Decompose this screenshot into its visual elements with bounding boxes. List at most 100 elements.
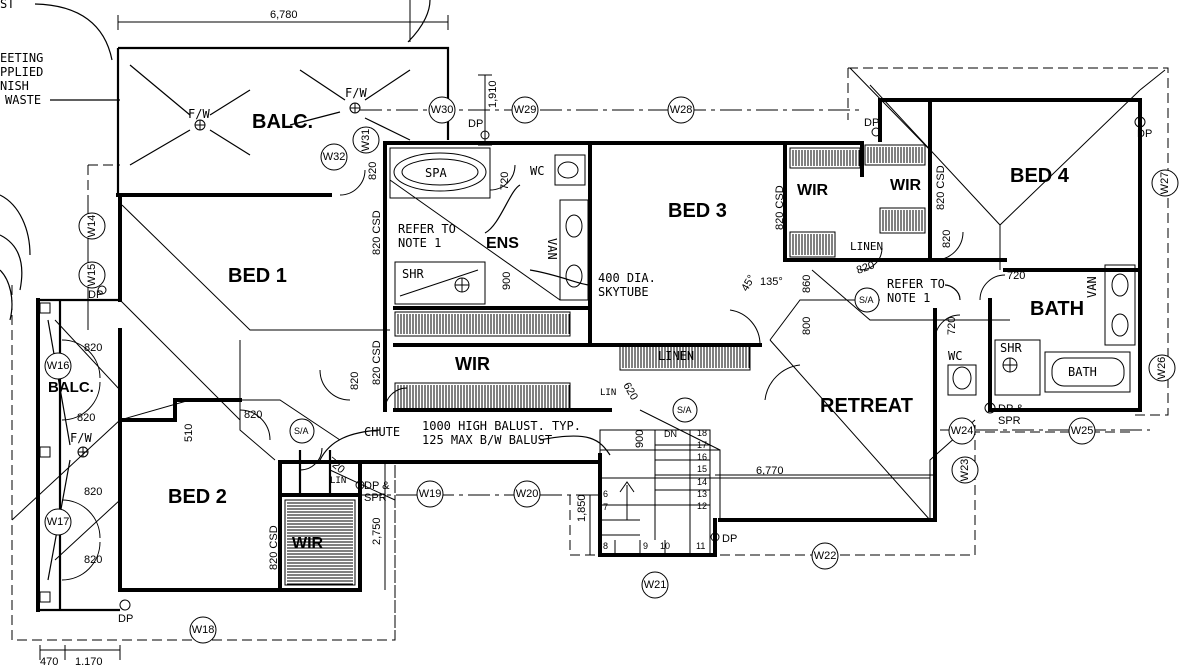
- sa-2: S/A: [677, 405, 692, 415]
- dim-720-wc-bath: 720: [946, 317, 958, 335]
- room-bed1: BED 1: [228, 265, 287, 287]
- window-tag-w23: W23: [951, 456, 979, 484]
- dim-820csd-bed4: 820 CSD: [935, 165, 947, 210]
- sa-1: S/A: [294, 426, 309, 436]
- dim-820-bed4: 820: [941, 230, 953, 248]
- vanity-ens: [559, 199, 589, 301]
- svg-text:W22: W22: [814, 550, 837, 562]
- stair-n-16: 16: [697, 452, 707, 462]
- wc-ens: [554, 154, 586, 186]
- note-dp-spr-1: DP &: [364, 480, 390, 492]
- dim-2750: 2,750: [371, 517, 383, 545]
- room-lin-chute: LIN: [330, 476, 346, 486]
- svg-text:W24: W24: [951, 425, 974, 437]
- note-sheeting-3: NISH: [0, 79, 29, 93]
- dim-800: 800: [801, 317, 813, 335]
- note-skytube-2: SKYTUBE: [598, 285, 649, 299]
- dim-820-balc4: 820: [84, 554, 102, 566]
- note-refer-ens-2: NOTE 1: [398, 236, 441, 250]
- label-shr-bath: SHR: [1000, 341, 1022, 355]
- svg-text:W32: W32: [323, 151, 346, 163]
- dim-1170: 1,170: [75, 656, 103, 665]
- note-dp-6: DP: [722, 533, 737, 545]
- dim-820-bed1: 820: [244, 409, 262, 421]
- stair: [600, 430, 710, 555]
- svg-text:W23: W23: [959, 459, 971, 482]
- leaders: [0, 0, 961, 461]
- dim-1910: 1,910: [487, 80, 499, 108]
- window-tag-w18: W18: [189, 616, 217, 644]
- note-dn: DN: [664, 429, 677, 439]
- window-tag-w21: W21: [641, 571, 669, 599]
- svg-text:W20: W20: [516, 488, 539, 500]
- room-labels: BALC. BALC. BED 1 BED 2 BED 3 BED 4 ENS …: [48, 111, 1084, 552]
- svg-text:W26: W26: [1156, 357, 1168, 380]
- window-tag-w27: W27: [1151, 169, 1179, 197]
- dim-820csd-ens: 820 CSD: [371, 210, 383, 255]
- stair-n-11: 11: [696, 541, 705, 551]
- window-tag-w16: W16: [44, 352, 72, 380]
- roof-outlines: [11, 67, 1169, 641]
- dim-820-balc1: 820: [84, 342, 102, 354]
- dim-720-bath: 720: [1007, 270, 1025, 282]
- sa-3: S/A: [859, 295, 874, 305]
- label-van-ens: VAN: [545, 238, 559, 260]
- room-wir-main: WIR: [455, 354, 490, 374]
- dim-820csd-wir: 820 CSD: [371, 340, 383, 385]
- label-wc-bath: WC: [948, 349, 962, 363]
- window-tag-w24: W24: [948, 417, 976, 445]
- note-sheeting-2: PPLIED: [0, 65, 43, 79]
- fixture-labels: SPA SHR SHR BATH WC WC VAN VAN: [402, 164, 1099, 379]
- room-linen-bed4: LINEN: [850, 240, 883, 253]
- svg-text:W14: W14: [86, 215, 98, 238]
- dim-820csd-bed2: 820 CSD: [268, 525, 280, 570]
- stair-n-13: 13: [697, 489, 707, 499]
- svg-text:W15: W15: [86, 264, 98, 287]
- dim-6780: 6,780: [270, 9, 298, 21]
- note-dp-5: DP: [1137, 128, 1152, 140]
- roof-hips: [11, 67, 1166, 561]
- svg-text:W31: W31: [360, 129, 372, 152]
- window-tag-w26: W26: [1148, 354, 1176, 382]
- label-spa: SPA: [425, 166, 447, 180]
- note-fw-top: F/W: [345, 86, 367, 100]
- room-lin-small: LIN: [600, 388, 616, 398]
- walls: [36, 46, 1142, 612]
- window-tags: W14 W15 W16 W17 W18 W19 W20 W21 W22 W23 …: [44, 96, 1179, 644]
- room-retreat: RETREAT: [820, 395, 913, 417]
- floor-waste-arrows: [47, 64, 411, 581]
- window-tag-w31: W31: [352, 126, 380, 154]
- note-dp-1: DP: [118, 613, 133, 625]
- note-dp-spr-2: DP &: [998, 403, 1024, 415]
- label-shr-ens: SHR: [402, 267, 424, 281]
- robe-hatch-lines: [287, 147, 923, 585]
- room-ens: ENS: [486, 235, 519, 252]
- note-fw-top-2: F/W: [188, 107, 210, 121]
- dim-720-wc: 720: [499, 172, 511, 190]
- dim-820-balc2: 820: [77, 412, 95, 424]
- window-tag-w29: W29: [511, 96, 539, 124]
- room-linen-hall: LINEN: [658, 349, 694, 363]
- note-dp-4: DP: [864, 117, 879, 129]
- note-dp-3: DP: [468, 118, 483, 130]
- dim-1850: 1,850: [576, 494, 588, 522]
- label-wc-ens: WC: [530, 164, 544, 178]
- dim-510: 510: [183, 424, 195, 442]
- window-tag-w14: W14: [78, 212, 106, 240]
- smoke-alarms: S/A S/A S/A: [289, 287, 880, 444]
- svg-text:W30: W30: [431, 104, 454, 116]
- svg-text:W17: W17: [47, 516, 70, 528]
- note-sheeting-1: EETING: [0, 51, 43, 65]
- stair-n-6: 6: [603, 489, 608, 499]
- dim-820-linen: 820: [855, 259, 876, 277]
- window-tag-w30: W30: [428, 96, 456, 124]
- dim-820-wir: 820: [349, 372, 361, 390]
- room-bed2: BED 2: [168, 486, 227, 508]
- dim-820csd-bed3: 820 CSD: [774, 185, 786, 230]
- note-dp-2: DP: [88, 289, 103, 301]
- dim-820-spa: 820: [367, 162, 379, 180]
- room-balc-top: BALC.: [252, 111, 313, 133]
- room-bed3: BED 3: [668, 200, 727, 222]
- stair-n-12: 12: [697, 501, 707, 511]
